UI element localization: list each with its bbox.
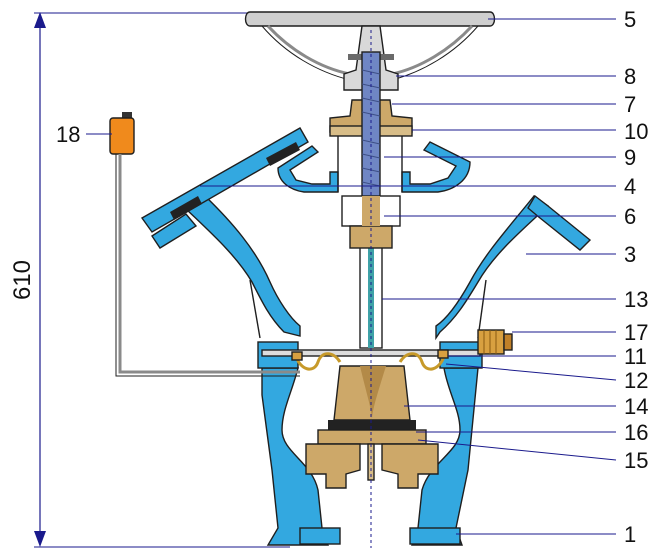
handwheel-spoke-left — [266, 24, 351, 76]
bonnet-item-3 — [183, 136, 592, 341]
seal-ring-left — [291, 351, 303, 361]
base-foot-right — [409, 527, 461, 545]
callout-14: 14 — [624, 394, 648, 419]
base-foot-left — [299, 527, 341, 545]
sensor-connector — [122, 112, 132, 118]
handwheel-rim — [244, 11, 496, 27]
callout-4: 4 — [624, 174, 636, 199]
callout-16: 16 — [624, 420, 648, 445]
callout-1: 1 — [624, 522, 636, 547]
callout-9: 9 — [624, 145, 636, 170]
fitting-knurl — [483, 330, 497, 354]
lower-guide-casting — [305, 443, 439, 489]
callout-10: 10 — [624, 119, 648, 144]
seat-gasket — [328, 420, 416, 430]
tilted-cover-plate-lower — [151, 213, 198, 249]
bonnet-right-arm — [435, 195, 550, 341]
bonnet-right-flange — [527, 194, 592, 251]
bonnet-left-arm — [183, 195, 301, 337]
cover-gasket-left — [170, 196, 202, 220]
seat-ring-item-16 — [317, 420, 427, 445]
bonnet-right-cone — [477, 279, 487, 339]
bonnet-upper-left-cup — [277, 145, 339, 193]
callout-17: 17 — [624, 320, 648, 345]
handwheel-spoke-right-outline — [391, 25, 479, 81]
cover-gasket-right — [266, 142, 300, 166]
leader-15 — [417, 439, 617, 461]
callout-15: 15 — [624, 448, 648, 473]
cover-plate-item-4 — [140, 127, 309, 249]
valve-plug-item-14 — [333, 365, 411, 421]
diaphragm-item-12 — [261, 349, 481, 371]
callout-5: 5 — [624, 7, 636, 32]
leader-12 — [445, 363, 617, 381]
callout-3: 3 — [624, 242, 636, 267]
sensor-tube-outline — [115, 154, 300, 377]
bonnet-upper-right-cup — [401, 141, 471, 193]
fitting-body — [477, 329, 505, 355]
callout-13: 13 — [624, 287, 648, 312]
plug-shadow — [360, 366, 386, 420]
lower-body-right — [411, 367, 479, 546]
seat-plate-item-15 — [317, 429, 427, 445]
diaphragm-right-fold — [398, 352, 446, 371]
lower-casting-right — [381, 443, 439, 489]
fitting-item-17 — [477, 329, 513, 355]
callout-11: 11 — [624, 344, 647, 369]
callout-7: 7 — [624, 92, 636, 117]
callout-6: 6 — [624, 204, 636, 229]
dimension-arrow-bottom — [34, 531, 46, 547]
bonnet-left-cone — [249, 279, 261, 339]
dimension-label: 610 — [9, 260, 36, 300]
handwheel-spoke-right — [391, 24, 474, 76]
callout-8: 8 — [624, 64, 636, 89]
fitting-cap — [503, 333, 513, 351]
pressure-sensor-item-18 — [109, 112, 300, 377]
lower-casting-left — [305, 443, 361, 489]
callout-labels: 5 8 7 10 9 4 6 3 13 17 11 12 14 16 15 1 … — [56, 7, 648, 547]
sensor-body — [109, 117, 135, 155]
leader-lines — [86, 18, 617, 535]
diaphragm-left-fold — [294, 352, 342, 371]
dimension-arrow-top — [34, 12, 46, 28]
sensor-tube — [118, 154, 300, 374]
handwheel-spoke-left-outline — [261, 25, 351, 81]
overall-height-dimension: 610 — [9, 12, 290, 548]
callout-12: 12 — [624, 368, 648, 393]
seal-ring-item-11 — [437, 349, 449, 359]
callout-18: 18 — [56, 122, 80, 147]
